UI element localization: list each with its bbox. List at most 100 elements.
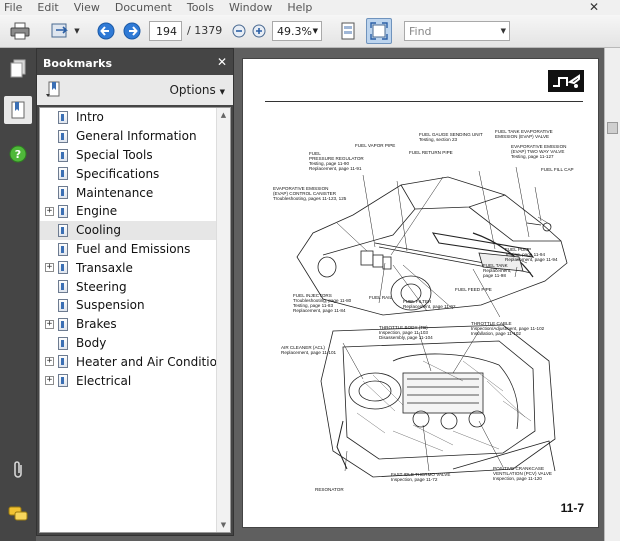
bookmark-label: Suspension (76, 298, 145, 313)
label-throttle-body-2: Inspection, page 11-103 (379, 330, 428, 335)
print-button[interactable] (8, 20, 32, 42)
bookmark-icon (58, 223, 68, 237)
label-injectors-3: Testing, page 11-83 (293, 303, 334, 308)
expand-icon[interactable]: + (45, 356, 54, 367)
previous-page-button[interactable] (96, 20, 116, 42)
options-menu-button[interactable]: Options ▼ (169, 83, 225, 97)
expand-bookmark-button[interactable] (45, 81, 65, 102)
zoom-level-select[interactable]: 49.3% ▼ (272, 21, 322, 41)
comments-button[interactable] (4, 500, 32, 528)
menu-help[interactable]: Help (287, 1, 313, 14)
attachments-button[interactable] (4, 456, 32, 484)
label-throttle-cable-3: Installation, page 11-102 (471, 331, 521, 336)
bookmark-item[interactable]: Cooling (40, 220, 216, 240)
options-label: Options (169, 83, 216, 97)
bookmark-scrollbar[interactable]: ▲ ▼ (216, 108, 230, 532)
label-regulator-4: Replacement, page 11-91 (309, 166, 362, 171)
bookmarks-toolbar: Options ▼ (37, 75, 233, 105)
expand-icon[interactable]: + (45, 375, 54, 386)
label-injectors-1: FUEL INJECTORS (293, 293, 332, 298)
label-fuel-gauge-testing: Testing, section 23 (419, 137, 458, 142)
bookmark-icon (58, 261, 68, 275)
help-button[interactable]: ? (4, 140, 32, 168)
bookmark-item[interactable]: Intro (40, 108, 216, 127)
help-icon: ? (9, 145, 27, 163)
expand-icon[interactable]: + (45, 205, 54, 216)
bookmark-item[interactable]: Maintenance (40, 183, 216, 202)
close-window-icon[interactable]: ✕ (588, 0, 599, 14)
menu-view[interactable]: View (73, 1, 100, 14)
label-throttle-body-3: Disassembly, page 11-104 (379, 335, 433, 340)
zoom-out-icon (232, 24, 246, 38)
fit-page-button[interactable] (338, 20, 358, 42)
label-injectors-4: Replacement, page 11-84 (293, 308, 346, 313)
page-number-input[interactable]: 194 (149, 21, 182, 41)
zoom-in-button[interactable] (251, 20, 267, 42)
label-injectors-2: Troubleshooting, page 11-80 (293, 298, 352, 303)
document-scrollbar-thumb[interactable] (607, 122, 618, 134)
scroll-down-icon[interactable]: ▼ (220, 521, 227, 529)
bookmark-icon (58, 129, 68, 143)
svg-text:?: ? (15, 148, 21, 161)
bookmark-item[interactable]: + Brakes (40, 315, 216, 334)
bookmark-item[interactable]: Fuel and Emissions (40, 240, 216, 259)
bookmark-item[interactable]: General Information (40, 127, 216, 146)
bookmark-icon (58, 355, 68, 369)
send-file-button[interactable]: ▼ (48, 20, 82, 42)
bookmark-label: Brakes (76, 317, 117, 332)
label-regulator-2: PRESSURE REGULATOR (309, 156, 364, 161)
fit-page-icon (341, 22, 355, 40)
toolbar: ▼ 194 / 1379 49.3% ▼ (0, 15, 620, 48)
next-page-button[interactable] (122, 20, 142, 42)
bookmark-icon (58, 280, 68, 294)
bookmark-icon (58, 242, 68, 256)
chevron-down-icon: ▼ (74, 27, 80, 35)
send-file-icon (51, 23, 69, 38)
label-canister-3: Troubleshooting, pages 11-123, 125 (273, 196, 347, 201)
bookmark-item[interactable]: Special Tools (40, 146, 216, 165)
bookmark-label: Maintenance (76, 185, 154, 200)
pages-panel-button[interactable] (4, 55, 32, 83)
bookmark-icon (58, 111, 68, 124)
menu-tools[interactable]: Tools (186, 1, 214, 14)
menu-window[interactable]: Window (228, 1, 273, 14)
expand-icon[interactable]: + (45, 262, 54, 273)
find-placeholder: Find (409, 24, 432, 38)
label-fuel-gauge-unit: FUEL GAUGE SENDING UNIT (419, 132, 483, 137)
bookmarks-icon (11, 101, 25, 119)
label-fuel-rail: FUEL RAIL (369, 295, 393, 300)
label-fuel-feed-pipe: FUEL FEED PIPE (455, 287, 492, 292)
bookmark-item[interactable]: Steering (40, 277, 216, 296)
engine-bay-diagram (320, 324, 556, 478)
expand-icon[interactable]: + (45, 318, 54, 329)
bookmark-item[interactable]: Body (40, 334, 216, 353)
bookmark-icon (58, 298, 68, 312)
full-screen-button[interactable] (366, 18, 392, 44)
menu-document[interactable]: Document (114, 1, 172, 14)
bookmark-item[interactable]: Specifications (40, 164, 216, 183)
label-two-way-valve-3: Testing, page 11-127 (511, 154, 554, 159)
scroll-up-icon[interactable]: ▲ (220, 111, 227, 119)
menu-file[interactable]: File (4, 1, 23, 14)
arrow-right-icon (123, 22, 141, 40)
bookmark-label: Special Tools (76, 147, 153, 162)
bookmarks-panel-button[interactable] (4, 96, 32, 124)
find-input[interactable]: Find ▼ (404, 21, 510, 41)
bookmark-item[interactable]: +Electrical (40, 371, 216, 390)
label-pcv-valve-2: VENTILATION (PCV) VALVE (493, 471, 552, 476)
fuel-system-section-icon (548, 70, 584, 92)
menu-bar: File Edit View Document Tools Window Hel… (0, 0, 620, 15)
zoom-out-button[interactable] (231, 20, 247, 42)
menu-edit[interactable]: Edit (37, 1, 59, 14)
bookmark-icon (58, 336, 68, 350)
document-scrollbar[interactable] (604, 48, 620, 541)
bookmark-item[interactable]: +Heater and Air Conditioning (40, 352, 230, 371)
label-fuel-pump-2: Testing, page 11-94 (505, 252, 546, 257)
bookmark-item[interactable]: +Engine (40, 202, 216, 221)
label-throttle-cable-2: Inspection/Adjustment, page 11-102 (471, 326, 545, 331)
arrow-left-icon (97, 22, 115, 40)
bookmark-item[interactable]: Suspension (40, 296, 216, 315)
close-panel-icon[interactable]: ✕ (216, 55, 227, 69)
bookmark-item[interactable]: +Transaxle (40, 258, 216, 277)
